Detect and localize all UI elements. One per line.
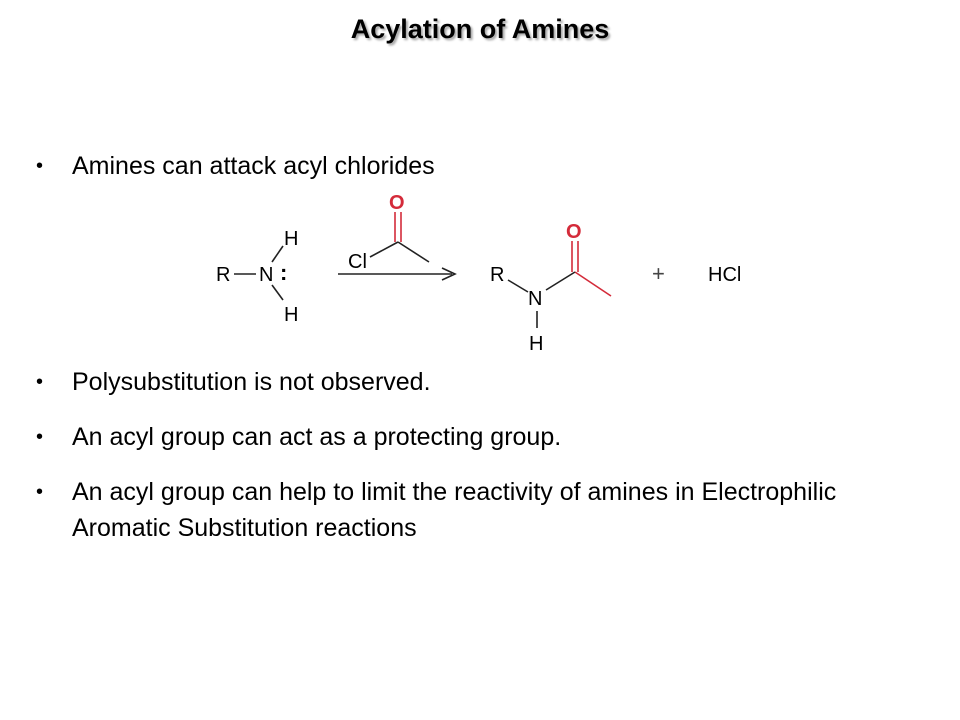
reactant-h-bottom-label: H: [284, 304, 298, 326]
bullet-text: Polysubstitution is not observed.: [72, 368, 431, 396]
product-o-label: O: [566, 221, 582, 243]
product-n-label: N: [528, 288, 542, 310]
reaction-scheme: R N : H H O Cl O R N H + HCl: [216, 192, 741, 355]
reagent-cl-label: Cl: [348, 251, 367, 273]
bullet-marker: •: [36, 426, 44, 448]
bullet-item: • Polysubstitution is not observed.: [36, 364, 916, 400]
product-n-c-bond: [545, 271, 576, 291]
reagent-cl-c-bond: [369, 241, 399, 258]
bullet-text: Amines can attack acyl chlorides: [72, 152, 435, 180]
lone-pair: :: [280, 260, 287, 285]
product-h-label: H: [529, 333, 543, 355]
bullet-text: An acyl group can help to limit the reac…: [72, 478, 837, 542]
bond-n-h-top: [271, 245, 284, 263]
reactant-h-top-label: H: [284, 228, 298, 250]
product-r-label: R: [490, 264, 504, 286]
bond-n-h-bottom: [271, 284, 284, 301]
reagent-c-methyl-bond: [397, 241, 430, 263]
bullet-text: An acyl group can act as a protecting gr…: [72, 423, 562, 451]
bullet-item: • Amines can attack acyl chlorides: [36, 148, 916, 184]
product-c-methyl-bond: [574, 271, 612, 297]
plus-sign: +: [652, 261, 665, 286]
bullet-item: • An acyl group can help to limit the re…: [36, 474, 916, 546]
reactant-n-label: N: [259, 264, 273, 286]
reaction-arrow-head: [441, 267, 457, 281]
product-r-n-bond: [507, 279, 529, 293]
bullet-marker: •: [36, 371, 44, 393]
bullet-item: • An acyl group can act as a protecting …: [36, 419, 916, 455]
slide-title: Acylation of Amines: [350, 14, 610, 44]
bullet-marker: •: [36, 155, 44, 177]
byproduct-hcl: HCl: [708, 264, 741, 286]
reactant-r-label: R: [216, 264, 230, 286]
reagent-o-label: O: [389, 192, 405, 214]
bullet-marker: •: [36, 481, 44, 503]
